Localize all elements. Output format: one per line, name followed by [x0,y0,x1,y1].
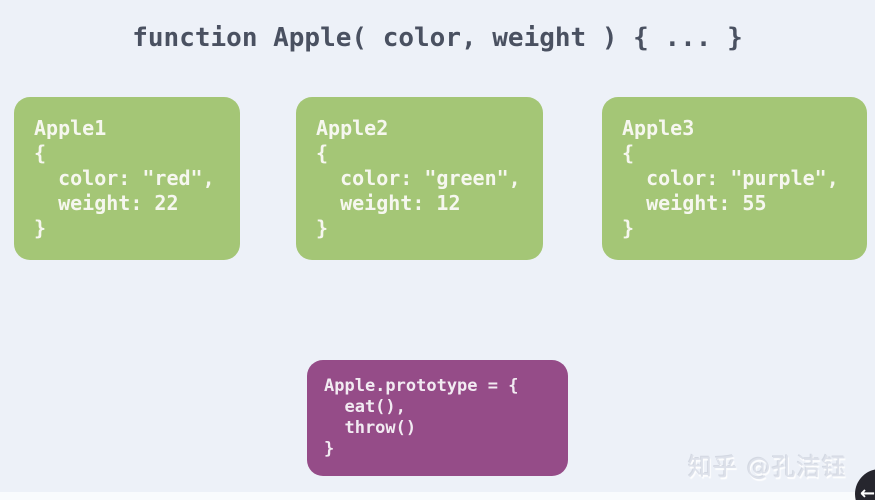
bottom-strip [0,492,875,500]
function-declaration-title: function Apple( color, weight ) { ... } [132,23,743,53]
apple3-code: Apple3 { color: "purple", weight: 55 } [622,116,839,240]
floating-arrow-button[interactable]: ← [855,469,875,500]
apple3-instance-box: Apple3 { color: "purple", weight: 55 } [602,97,867,260]
apple1-code: Apple1 { color: "red", weight: 22 } [34,116,215,240]
apple2-code: Apple2 { color: "green", weight: 12 } [316,116,521,240]
prototype-box: Apple.prototype = { eat(), throw() } [307,360,568,476]
apple1-instance-box: Apple1 { color: "red", weight: 22 } [14,97,240,260]
prototype-code: Apple.prototype = { eat(), throw() } [324,376,519,459]
left-arrow-icon: ← [860,483,875,500]
apple2-instance-box: Apple2 { color: "green", weight: 12 } [296,97,543,260]
watermark: 知乎 @孔洁钰 [688,453,847,481]
